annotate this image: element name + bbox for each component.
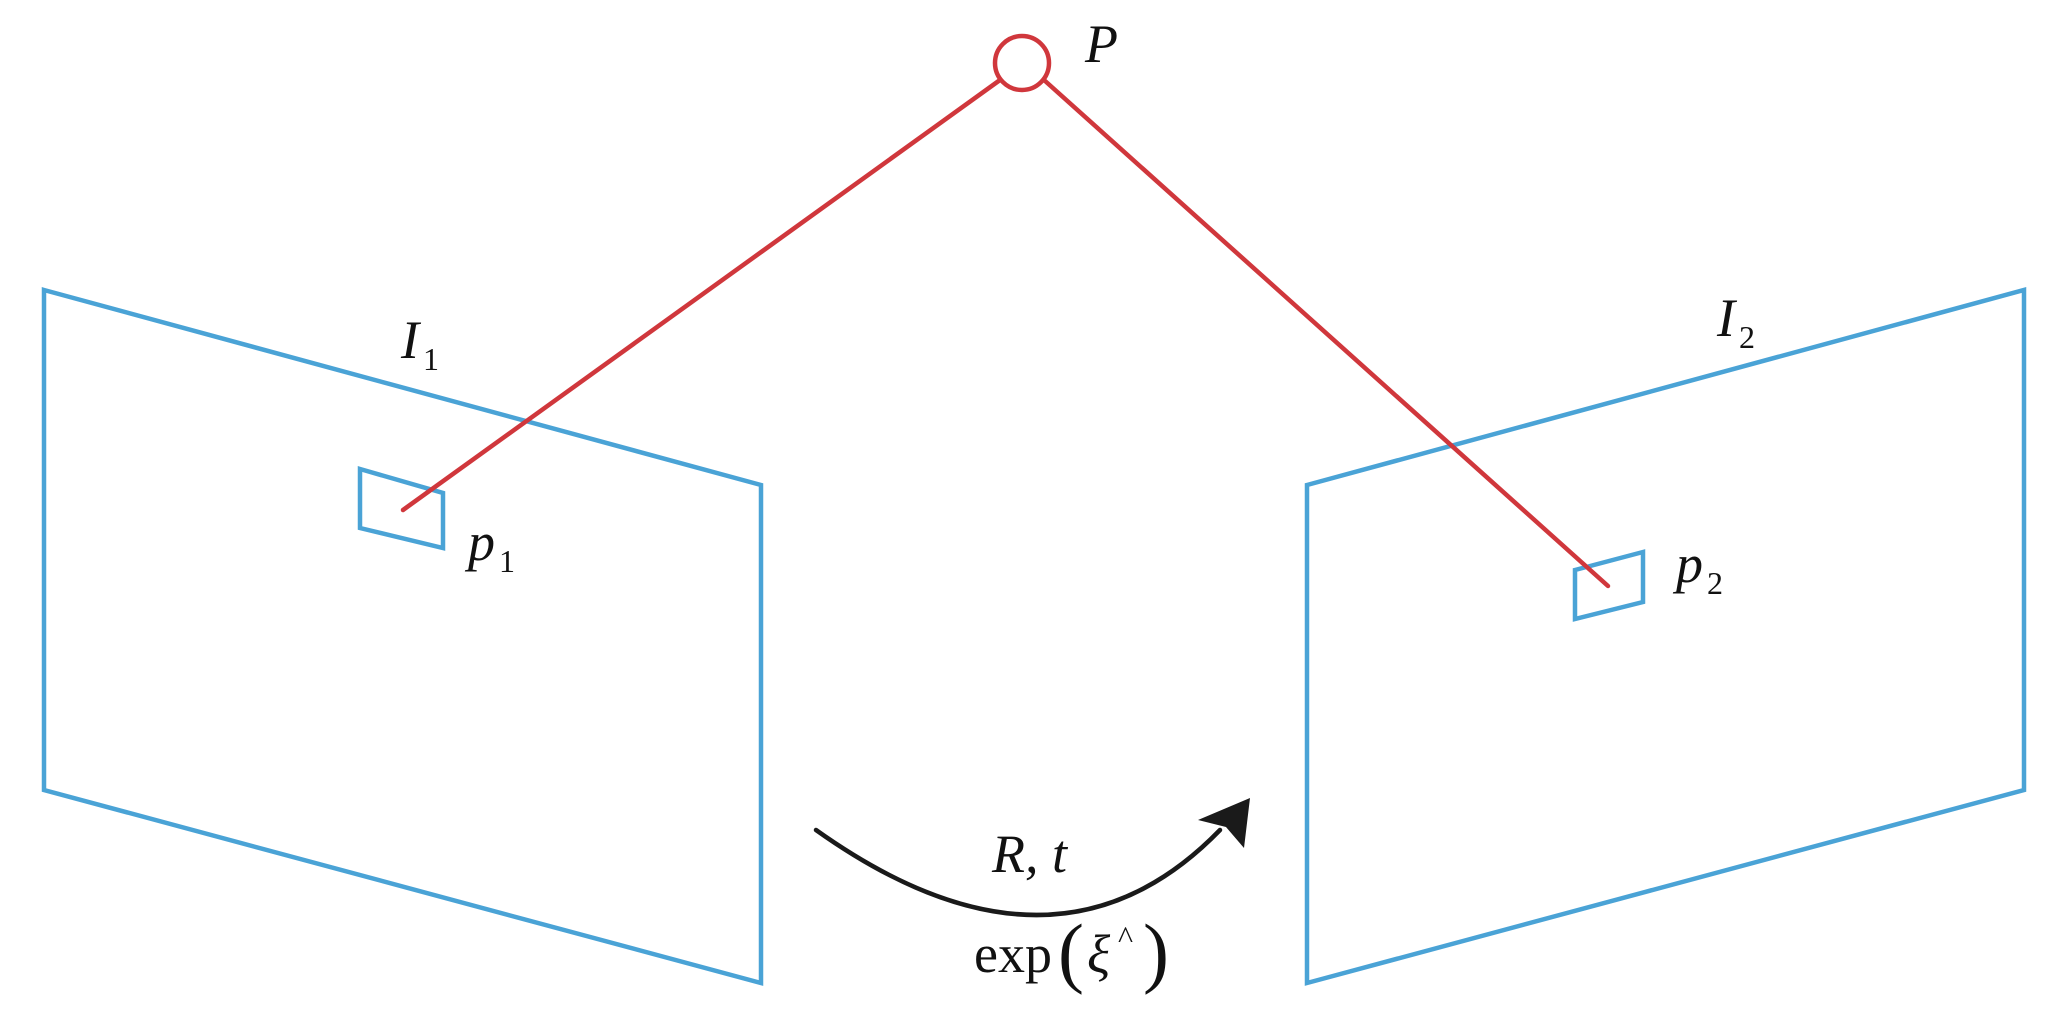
exp-right-paren: ) — [1143, 908, 1169, 995]
proj2-label-base: p — [1672, 534, 1703, 594]
image2-label-sub: 2 — [1739, 319, 1755, 355]
point-P-marker — [992, 33, 1052, 93]
image-plane-2 — [1304, 287, 2027, 986]
arrowhead-icon — [1198, 798, 1250, 848]
image1-label-base: I — [400, 310, 422, 370]
ray-to-p2 — [1041, 77, 1611, 589]
image-plane-1 — [41, 287, 764, 986]
exp-xi-symbol: ξ — [1087, 924, 1111, 984]
exp-xi-label: exp — [974, 924, 1052, 984]
ray-to-p1 — [400, 77, 1003, 513]
proj1-label-sub: 1 — [499, 543, 515, 579]
exp-left-paren: ( — [1058, 908, 1084, 995]
rotation-translation-label: R, t — [991, 824, 1069, 884]
exp-hat-symbol: ^ — [1118, 919, 1133, 955]
proj2-label-sub: 2 — [1707, 565, 1723, 601]
patch-p2 — [1572, 549, 1646, 622]
patch-p1 — [357, 466, 446, 551]
point-P-label: P — [1084, 14, 1118, 74]
motion-arrow — [813, 827, 1223, 918]
image2-label-base: I — [1716, 288, 1738, 348]
proj1-label-base: p — [464, 512, 495, 572]
image1-label-sub: 1 — [423, 341, 439, 377]
